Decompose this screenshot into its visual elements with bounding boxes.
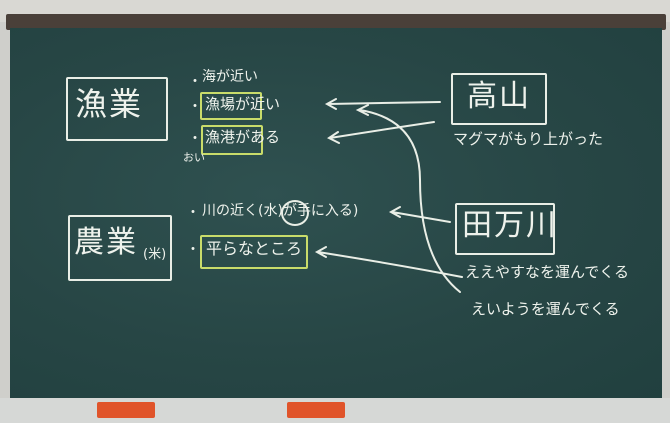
fishing-term-box: [66, 77, 168, 141]
highlight-flat-land: [200, 235, 308, 269]
arrow-river-to-flat-land: [314, 246, 463, 278]
bullet-1: ・: [188, 74, 202, 90]
bullet-2: ・: [188, 99, 202, 115]
bullet-3: ・: [188, 131, 202, 147]
highlight-fishing-ground: [200, 92, 262, 120]
eraser-right: [287, 402, 345, 418]
arrow-mountain-to-fishing-port: [327, 121, 435, 144]
eraser-left: [97, 402, 155, 418]
water-circle-mark: [281, 200, 309, 226]
fishing-side-note: おい: [183, 151, 205, 164]
farming-point-1: 川の近く(水)が手に入る): [202, 203, 359, 219]
farming-rice-note: (米): [143, 247, 167, 262]
river-term-box: [455, 203, 555, 255]
farming-term: 農業: [74, 225, 138, 260]
board-top-frame: [6, 14, 666, 30]
fishing-point-2: 漁場が近い: [205, 95, 281, 113]
river-effect-2: ええやすなを運んでくる: [465, 263, 629, 281]
bullet-4: ・: [186, 205, 200, 221]
mountain-term-box: [451, 73, 547, 125]
arrow-river-to-fishing-ground: [355, 104, 461, 293]
arrow-river-to-water: [388, 206, 451, 223]
fishing-point-3: 漁港がある: [205, 128, 281, 146]
highlight-fishing-port: [201, 125, 263, 155]
fishing-point-1: 海が近い: [202, 69, 258, 85]
arrow-mountain-to-fishing-ground: [324, 98, 441, 110]
river-effect-1: えいようを運んでくる: [471, 300, 620, 318]
fishing-term: 漁業: [75, 85, 144, 123]
mountain-term: 高山: [467, 79, 531, 114]
farming-point-2: 平らなところ: [206, 239, 303, 258]
bullet-5: ・: [186, 242, 200, 258]
mountain-cause: マグマがもり上がった: [453, 130, 604, 148]
river-term: 田万川: [462, 208, 558, 243]
farming-term-box: [68, 215, 172, 281]
